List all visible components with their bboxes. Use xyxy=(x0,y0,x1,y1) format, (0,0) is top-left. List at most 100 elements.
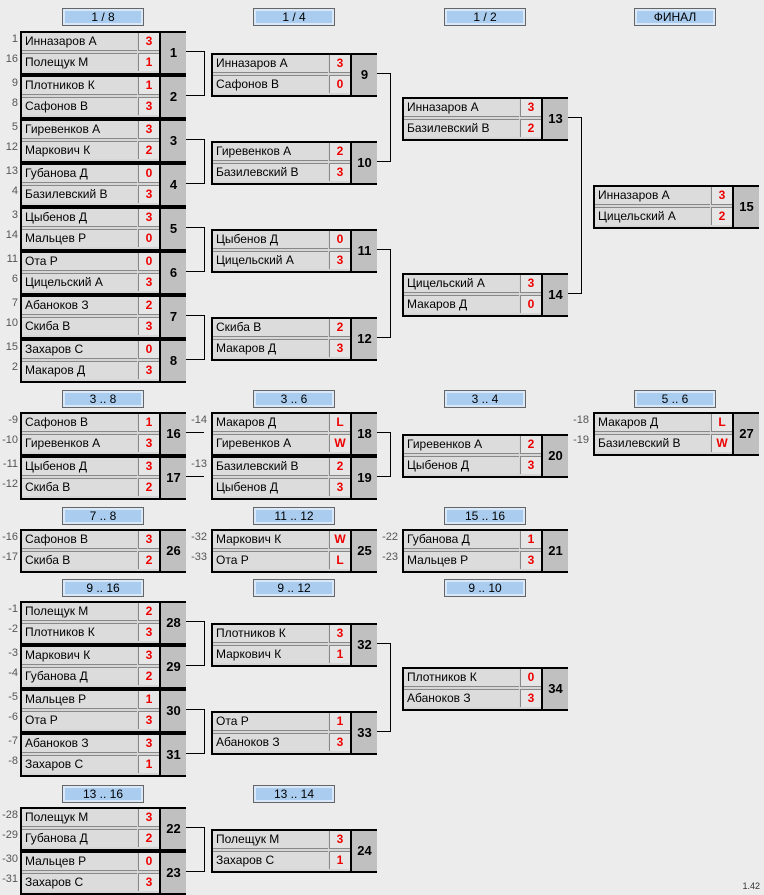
seed-label: -32 xyxy=(191,531,207,543)
match-number: 22 xyxy=(159,809,186,849)
player-1: Гиревенков А xyxy=(213,143,328,161)
seed-label: -6 xyxy=(8,711,18,723)
seed-label: 3 xyxy=(11,209,18,221)
match-number: 23 xyxy=(159,853,186,893)
connector xyxy=(375,432,390,433)
score-1: 3 xyxy=(138,647,159,665)
score-1: L xyxy=(711,414,732,432)
player-1: Макаров Д xyxy=(595,414,710,432)
player-1: Цицельский А xyxy=(404,275,519,293)
player-1: Полещук М xyxy=(22,603,137,621)
match-number: 12 xyxy=(350,319,377,359)
connector xyxy=(184,95,204,96)
player-1: Полещук М xyxy=(213,831,328,849)
header-1-4: 1 / 4 xyxy=(253,8,335,26)
seed-label: -2 xyxy=(8,623,18,635)
player-2: Ота Р xyxy=(213,551,328,569)
score-2: 3 xyxy=(138,97,159,115)
match-number: 29 xyxy=(159,647,186,687)
player-2: Скиба В xyxy=(22,317,137,335)
player-1: Инназаров А xyxy=(22,33,137,51)
player-1: Ота Р xyxy=(213,713,328,731)
match-number: 11 xyxy=(350,231,377,271)
score-1: 3 xyxy=(329,55,350,73)
seed-label: -30 xyxy=(2,853,18,865)
connector xyxy=(204,827,205,872)
player-1: Инназаров А xyxy=(595,187,710,205)
player-2: Абаноков З xyxy=(213,733,328,751)
score-1: 0 xyxy=(329,231,350,249)
score-1: 2 xyxy=(138,603,159,621)
match-number: 15 xyxy=(732,187,759,227)
player-2: Базилевский В xyxy=(22,185,137,203)
match-number: 6 xyxy=(159,253,186,293)
player-2: Мальцев Р xyxy=(22,229,137,247)
player-2: Базилевский В xyxy=(595,434,710,452)
match-number: 10 xyxy=(350,143,377,183)
seed-label: 10 xyxy=(5,317,18,329)
connector xyxy=(184,709,204,710)
player-1: Гиревенков А xyxy=(22,121,137,139)
score-2: 3 xyxy=(138,711,159,729)
player-1: Гиревенков А xyxy=(404,436,519,454)
match-number: 13 xyxy=(541,99,568,139)
seed-label: -1 xyxy=(8,603,18,615)
seed-label: -14 xyxy=(191,414,207,426)
score-1: 3 xyxy=(138,121,159,139)
player-2: Плотников К xyxy=(22,623,137,641)
score-1: 0 xyxy=(138,253,159,271)
connector xyxy=(390,643,391,732)
player-1: Инназаров А xyxy=(404,99,519,117)
seed-label: 9 xyxy=(11,77,18,89)
score-1: 3 xyxy=(138,33,159,51)
seed-label: -23 xyxy=(382,551,398,563)
match-number: 26 xyxy=(159,531,186,571)
header-1-2: 1 / 2 xyxy=(444,8,526,26)
player-1: Мальцев Р xyxy=(22,691,137,709)
player-2: Захаров С xyxy=(22,755,137,773)
connector xyxy=(566,293,581,294)
score-1: 3 xyxy=(711,187,732,205)
player-2: Цыбенов Д xyxy=(404,456,519,474)
connector xyxy=(375,731,390,732)
player-2: Цицельский А xyxy=(213,251,328,269)
seed-label: 1 xyxy=(11,33,18,45)
match-number: 4 xyxy=(159,165,186,205)
connector xyxy=(184,621,204,622)
header-1-8: 1 / 8 xyxy=(62,8,144,26)
seed-label: -4 xyxy=(8,667,18,679)
score-1: 3 xyxy=(138,531,159,549)
player-2: Сафонов В xyxy=(22,97,137,115)
seed-label: 12 xyxy=(5,141,18,153)
seed-label: 2 xyxy=(11,361,18,373)
seed-label: 8 xyxy=(11,97,18,109)
score-2: 1 xyxy=(138,53,159,71)
player-2: Губанова Д xyxy=(22,829,137,847)
version-label: 1.42 xyxy=(742,881,760,891)
seed-label: -9 xyxy=(8,414,18,426)
score-2: 2 xyxy=(138,829,159,847)
score-2: 3 xyxy=(138,623,159,641)
seed-label: 7 xyxy=(11,297,18,309)
score-1: 0 xyxy=(138,341,159,359)
connector xyxy=(184,871,204,872)
connector xyxy=(184,315,204,316)
player-2: Макаров Д xyxy=(213,339,328,357)
player-1: Базилевский В xyxy=(213,458,328,476)
score-2: 0 xyxy=(138,229,159,247)
score-2: 1 xyxy=(329,851,350,869)
score-2: 2 xyxy=(711,207,732,225)
score-1: 3 xyxy=(520,99,541,117)
match-number: 1 xyxy=(159,33,186,73)
seed-label: -31 xyxy=(2,873,18,885)
connector xyxy=(184,753,204,754)
